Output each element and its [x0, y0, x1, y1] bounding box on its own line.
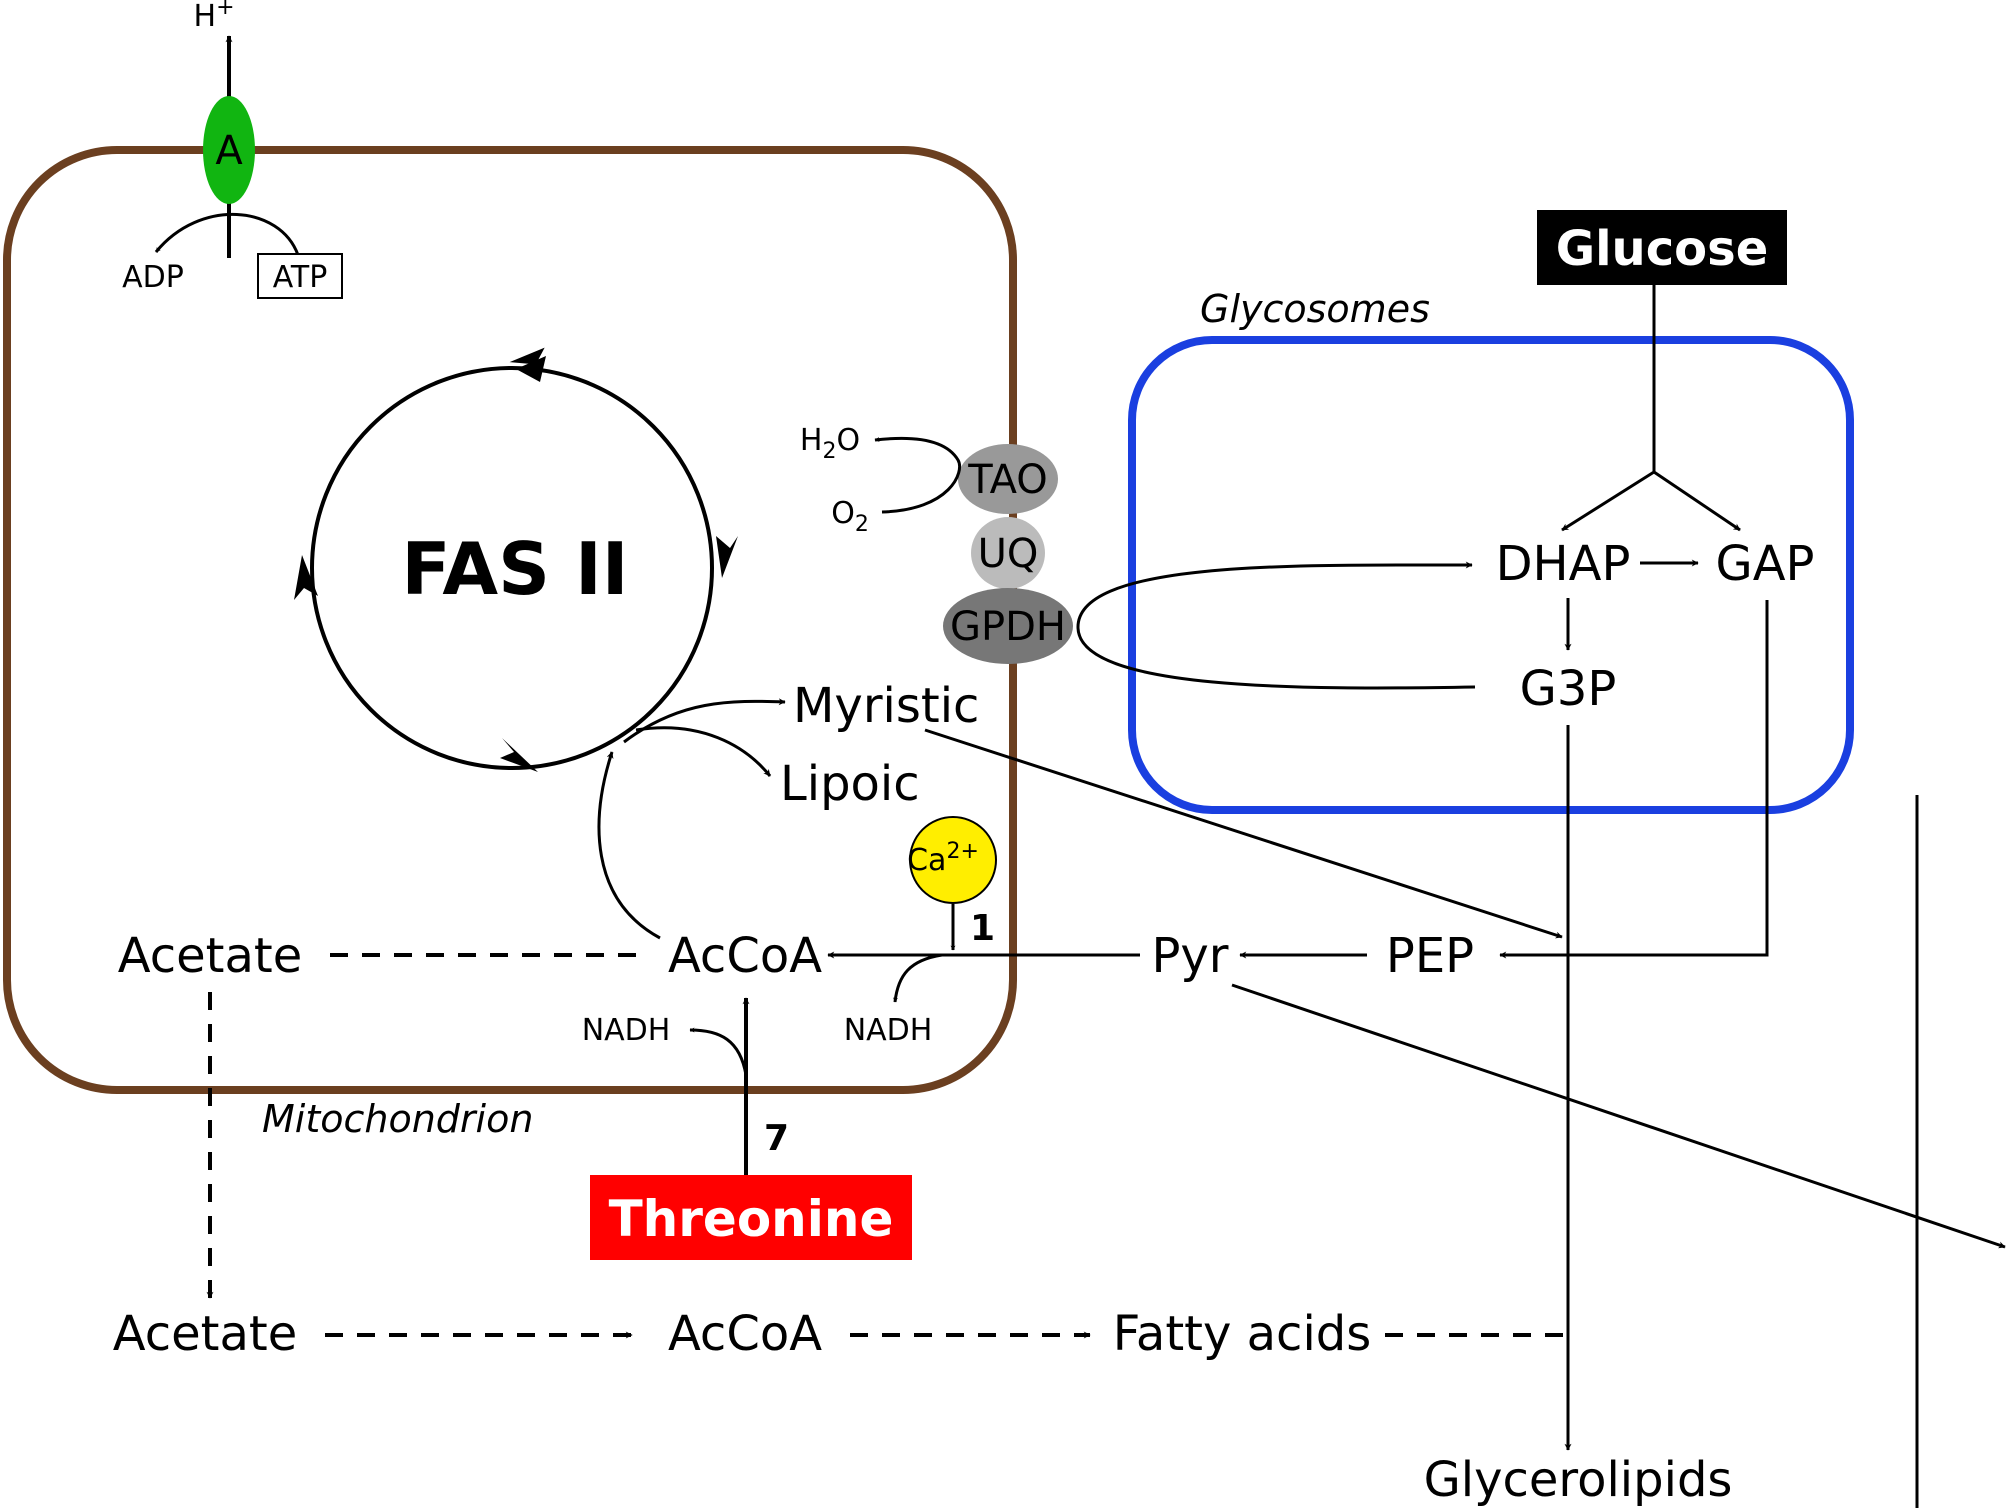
fas-ii-label: FAS II — [401, 527, 628, 611]
step-7-label: 7 — [764, 1118, 789, 1159]
atp-box — [257, 253, 343, 299]
atp-label: ATP — [273, 260, 328, 295]
nadh-tdh-label: NADH — [582, 1013, 671, 1048]
adp-label: ADP — [122, 260, 184, 295]
accoa-mito-label: AcCoA — [668, 928, 822, 984]
threonine-box — [590, 1175, 912, 1260]
uq-label: UQ — [978, 531, 1039, 577]
tao-ellipse — [958, 444, 1058, 514]
glycosome-membrane — [1128, 336, 1854, 814]
threonine-label: Threonine — [609, 1190, 894, 1248]
fatty-acids-label: Fatty acids — [1113, 1306, 1372, 1362]
gap-label: GAP — [1716, 536, 1815, 592]
g3p-label: G3P — [1520, 661, 1617, 717]
dhap-label: DHAP — [1496, 536, 1631, 592]
respiratory-chain: TAO UQ GPDH H2O O2 — [800, 423, 1073, 664]
step-1-label: 1 — [970, 908, 995, 949]
atpase-ellipse — [203, 96, 255, 204]
o2-label: O2 — [831, 496, 869, 537]
lipoic-label: Lipoic — [780, 756, 920, 812]
h2o-label: H2O — [800, 423, 860, 464]
acetate-mito-label: Acetate — [118, 928, 303, 984]
pyr-label: Pyr — [1151, 928, 1228, 984]
uq-ellipse — [971, 517, 1045, 589]
pep-label: PEP — [1386, 928, 1474, 984]
glycerolipids-label: Glycerolipids — [1424, 1452, 1733, 1508]
tao-label: TAO — [967, 457, 1047, 503]
accoa-cyto-label: AcCoA — [668, 1306, 822, 1362]
fas-ii-cycle: FAS II — [294, 347, 738, 772]
glucose-box — [1537, 210, 1787, 285]
atpase-label: A — [215, 128, 243, 174]
acetate-cyto-label: Acetate — [113, 1306, 298, 1362]
calcium-circle — [909, 816, 997, 904]
glycosomes-label: Glycosomes — [1200, 287, 1430, 331]
h-plus-label: H+ — [194, 0, 235, 34]
myristic-label: Myristic — [793, 678, 979, 734]
glucose-label: Glucose — [1556, 221, 1769, 277]
atp-synthase: A H+ ADP ATP — [122, 0, 343, 299]
nadh-pdh-label: NADH — [844, 1013, 933, 1048]
calcium-label: Ca2+ — [907, 839, 979, 878]
gpdh-ellipse — [943, 588, 1073, 664]
gpdh-label: GPDH — [950, 604, 1066, 650]
mitochondrion-label: Mitochondrion — [262, 1097, 533, 1141]
